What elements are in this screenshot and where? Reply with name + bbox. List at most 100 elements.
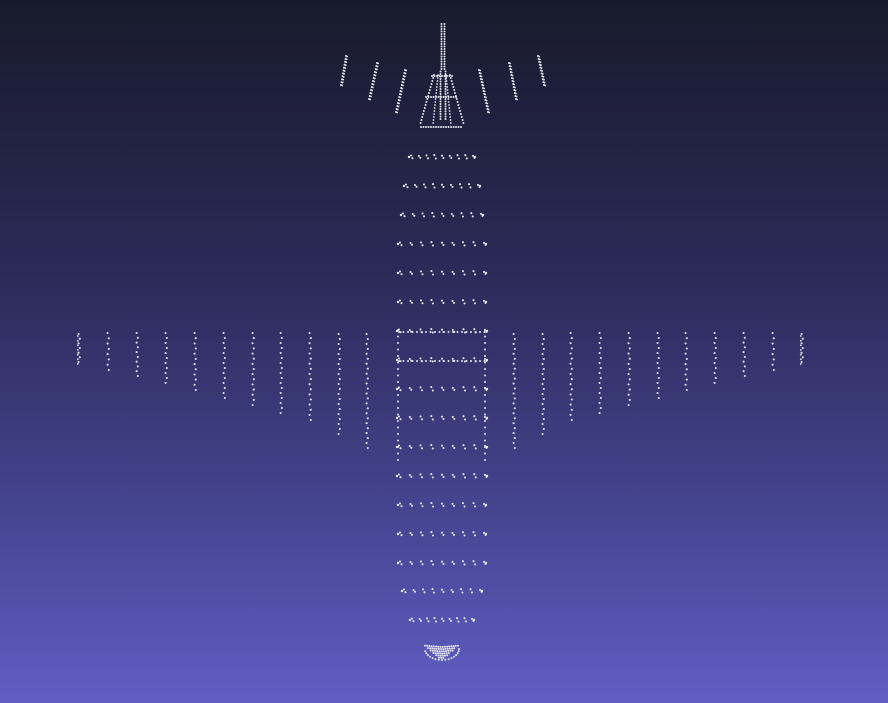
point	[442, 96, 445, 98]
point	[76, 353, 79, 356]
point	[772, 347, 775, 350]
point	[135, 341, 138, 344]
point	[443, 38, 446, 40]
point	[449, 77, 452, 79]
point	[450, 80, 453, 82]
point	[684, 363, 687, 366]
point	[431, 657, 434, 660]
point	[430, 560, 433, 563]
point	[442, 533, 445, 537]
point	[451, 386, 454, 389]
point	[309, 357, 312, 360]
point	[435, 86, 438, 88]
point	[251, 331, 254, 335]
point	[509, 62, 512, 65]
point	[512, 432, 515, 435]
point	[461, 215, 465, 218]
point	[337, 402, 340, 406]
point	[400, 90, 403, 93]
point	[76, 349, 79, 351]
point	[337, 342, 340, 346]
point	[484, 300, 488, 304]
point	[443, 40, 446, 43]
point	[430, 645, 433, 648]
point	[462, 357, 465, 360]
point	[397, 459, 399, 461]
left-wing	[76, 331, 369, 450]
point	[472, 531, 475, 534]
point	[337, 352, 340, 356]
point	[627, 393, 630, 396]
point	[432, 591, 436, 594]
point	[397, 374, 399, 377]
point	[77, 351, 80, 354]
point	[401, 212, 405, 215]
point	[512, 402, 515, 405]
point	[408, 386, 411, 390]
point	[338, 347, 341, 351]
point	[441, 646, 444, 648]
point	[484, 532, 488, 536]
point	[432, 119, 435, 121]
point	[510, 68, 513, 71]
point	[440, 48, 443, 50]
point	[455, 654, 458, 657]
point	[308, 393, 311, 396]
point	[280, 336, 283, 340]
point	[436, 650, 439, 652]
point	[430, 299, 433, 302]
point	[440, 35, 443, 38]
point	[478, 184, 482, 188]
point	[446, 92, 449, 94]
point	[714, 336, 717, 340]
point	[442, 562, 445, 566]
point	[470, 360, 472, 362]
point	[541, 352, 544, 356]
point	[459, 110, 462, 112]
point	[474, 418, 477, 421]
point	[513, 357, 516, 360]
point	[771, 342, 774, 345]
point	[570, 337, 573, 340]
point	[429, 647, 431, 650]
point	[452, 504, 456, 507]
point	[470, 331, 472, 333]
point	[541, 392, 544, 396]
point	[742, 351, 745, 354]
tail-section	[340, 23, 547, 128]
point	[413, 590, 417, 593]
point	[419, 560, 423, 563]
point	[376, 68, 378, 71]
point	[627, 373, 630, 376]
point	[513, 407, 516, 410]
point	[484, 452, 486, 455]
point	[470, 212, 473, 215]
point	[452, 96, 455, 98]
point	[461, 299, 465, 302]
point	[450, 156, 453, 159]
point	[440, 43, 443, 45]
point	[461, 591, 464, 594]
point	[542, 75, 545, 78]
point	[223, 336, 226, 340]
point	[463, 617, 466, 620]
point	[397, 415, 401, 418]
point	[425, 101, 428, 103]
point	[742, 370, 745, 373]
point	[570, 398, 573, 401]
point	[478, 588, 482, 591]
point	[447, 126, 450, 128]
point	[432, 215, 435, 218]
point	[451, 328, 454, 331]
point	[543, 78, 545, 81]
point	[448, 647, 451, 650]
point	[365, 362, 368, 365]
point	[457, 620, 460, 623]
point	[279, 331, 282, 335]
point	[77, 332, 80, 336]
point	[431, 331, 434, 334]
point	[136, 355, 139, 358]
point	[457, 104, 460, 106]
point	[308, 413, 311, 416]
